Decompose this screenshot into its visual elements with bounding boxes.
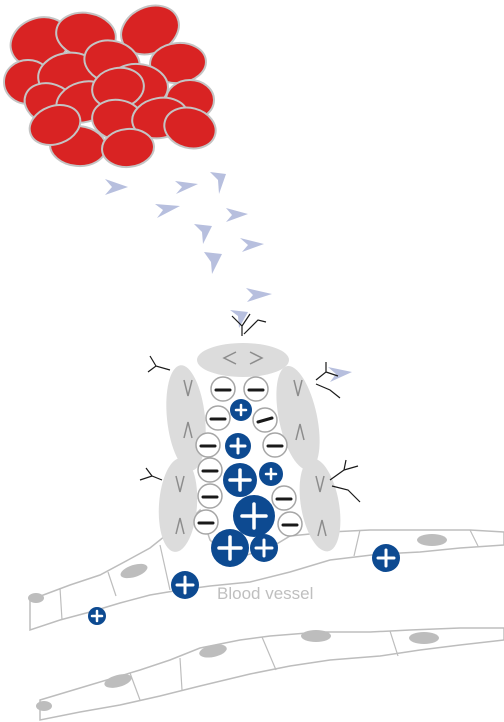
antibody-icon xyxy=(330,460,358,480)
antibody-icon xyxy=(240,238,264,252)
blood-vessel-label: Blood vessel xyxy=(217,584,313,604)
antibody-icon xyxy=(155,204,180,218)
endothelial-nucleus xyxy=(36,701,52,711)
endothelial-nucleus xyxy=(301,630,331,642)
endothelial-nucleus xyxy=(409,632,439,644)
antibody-icon xyxy=(316,384,340,398)
antibody-icon xyxy=(328,367,352,382)
endothelial-nucleus xyxy=(417,534,447,546)
red-blood-cell-cluster xyxy=(4,0,221,169)
antibody-icon xyxy=(148,356,170,372)
antibody-icon xyxy=(204,252,222,274)
antibody-icon xyxy=(105,179,128,195)
antibody-icon xyxy=(230,310,248,328)
antibody-icon xyxy=(226,208,248,222)
antibody-icon xyxy=(244,320,266,334)
top-cell xyxy=(197,343,289,377)
antibody-icon xyxy=(194,224,212,244)
antibody-icon xyxy=(175,181,198,194)
antibody-icon xyxy=(246,288,272,302)
antibody-icon xyxy=(210,172,226,194)
antibody-icon xyxy=(140,468,162,480)
endothelial-nucleus xyxy=(28,593,44,603)
